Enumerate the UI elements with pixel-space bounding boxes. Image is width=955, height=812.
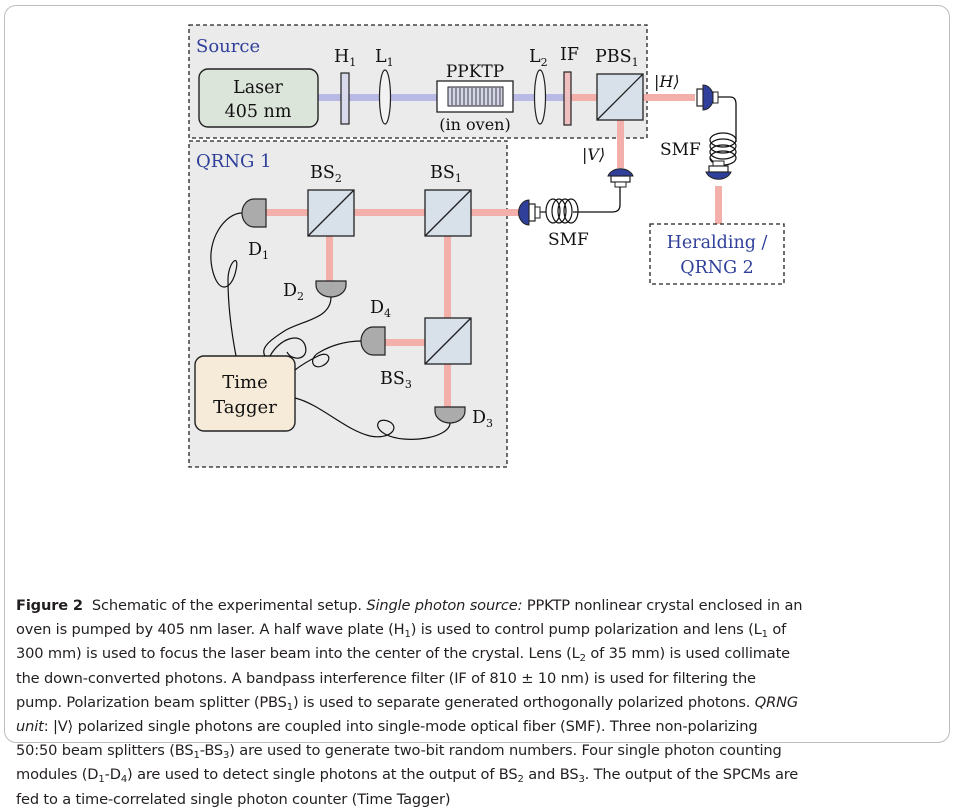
detector-cables [210, 212, 451, 440]
caption-text: 300 mm) is used to focus the laser beam … [16, 645, 580, 663]
pbs1-diagonal [596, 73, 644, 121]
caption-subscript: 2 [579, 653, 586, 665]
caption-subscript: 1 [286, 701, 293, 713]
figure-caption: Figure 2 Schematic of the experimental s… [16, 594, 941, 812]
smf-mid-label: SMF [548, 230, 589, 250]
bs1-label: BS1 [430, 163, 462, 185]
detector-d3-icon [434, 406, 466, 424]
caption-subscript: 1 [404, 629, 411, 641]
caption-text: fed to a time-correlated single photon c… [16, 790, 451, 808]
pbs1-label: PBS1 [595, 47, 639, 69]
caption-text: Single photon source: [366, 597, 523, 614]
ket-v-label: |V⟩ [582, 145, 605, 164]
interference-filter [563, 71, 572, 126]
d1-label: D1 [248, 240, 269, 262]
caption-text: : |V⟩ polarized single photons are coupl… [43, 718, 758, 736]
photon-beam-bs3-left [385, 339, 447, 346]
crystal-poling [451, 88, 501, 105]
laser-label-2: 405 nm [225, 102, 292, 122]
caption-text: QRNG [754, 693, 799, 711]
time-tagger-label-2: Tagger [213, 397, 277, 418]
caption-text: ) is used to separate generated orthogon… [293, 693, 755, 711]
smf-top-label: SMF [660, 140, 701, 160]
caption-text: PPKTP nonlinear crystal enclosed in an [522, 597, 803, 614]
heralding-box [649, 223, 785, 285]
d3-label: D3 [472, 408, 493, 430]
heralding-label-1: Heralding / [667, 233, 768, 253]
caption-text: pump. Polarization beam splitter (PBS [16, 693, 287, 711]
caption-text: oven is pumped by 405 nm laser. A half w… [16, 621, 405, 639]
heralding-label-2: QRNG 2 [680, 258, 754, 278]
caption-text: . The output of the SPCMs are [584, 766, 799, 784]
caption-text: ) is used to control pump polarization a… [410, 621, 762, 639]
coupler-h-icon [696, 84, 719, 111]
laser-label-1: Laser [233, 78, 283, 98]
caption-text: ) are used to generate two-bit random nu… [229, 742, 782, 760]
lens-l1 [378, 69, 392, 125]
caption-label: Figure 2 [16, 597, 83, 614]
lens-l2 [533, 69, 547, 125]
bs2-diagonal [307, 189, 355, 237]
d4-label: D4 [370, 298, 391, 320]
oven-note: (in oven) [439, 115, 510, 134]
caption-text: the down-converted photons. A bandpass i… [16, 669, 756, 687]
bs3-diagonal [424, 317, 472, 365]
caption-text: -BS [199, 742, 224, 760]
photon-beam-qrng-horizontal [265, 209, 523, 216]
photon-beam-bs2-down [326, 213, 333, 281]
qrng1-title: QRNG 1 [196, 151, 272, 172]
caption-text: -D [104, 766, 121, 784]
setup-schematic: Source QRNG 1 Laser 405 nm H1 L1 PPKTP (… [188, 24, 785, 468]
caption-subscript: 1 [761, 629, 768, 641]
caption-text: modules (D [16, 766, 99, 784]
ket-h-label: |H⟩ [654, 72, 680, 91]
d2-label: D2 [283, 281, 304, 303]
detector-d4-icon [360, 326, 386, 356]
l2-label: L2 [529, 47, 548, 69]
caption-text: and BS [523, 766, 579, 784]
coupler-herald-icon [705, 160, 732, 180]
caption-text: of 35 mm) is used collimate [585, 645, 790, 663]
ppktp-label: PPKTP [446, 62, 504, 82]
bs2-label: BS2 [310, 163, 342, 185]
laser-box [198, 68, 319, 128]
half-wave-plate [340, 72, 350, 125]
fiber-h [718, 96, 737, 142]
fiber-v [573, 187, 621, 213]
bs3-label: BS3 [380, 369, 412, 391]
time-tagger-label-1: Time [222, 372, 267, 393]
l1-label: L1 [375, 47, 394, 69]
coupler-v-icon [607, 168, 634, 188]
coupler-qrng-icon [518, 199, 541, 226]
detector-d2-icon [315, 280, 347, 298]
bs1-diagonal [424, 189, 472, 237]
photon-beam-pbs-down [617, 100, 624, 168]
time-tagger-box [194, 355, 296, 432]
ppktp-crystal [447, 86, 504, 107]
caption-text: Schematic of the experimental setup. [91, 597, 367, 614]
photon-beam-bs1-down [444, 213, 451, 408]
caption-text: of [767, 621, 787, 639]
caption-text: unit [16, 718, 44, 736]
caption-text: ) are used to detect single photons at t… [127, 766, 518, 784]
caption-text: 50:50 beam splitters (BS [16, 742, 194, 760]
if-label: IF [560, 45, 579, 65]
h1-label: H1 [334, 47, 356, 69]
photon-beam-herald [715, 186, 722, 224]
detector-d1-icon [241, 198, 267, 228]
fiber-spool-v-icon [540, 198, 579, 224]
source-title: Source [196, 36, 260, 57]
